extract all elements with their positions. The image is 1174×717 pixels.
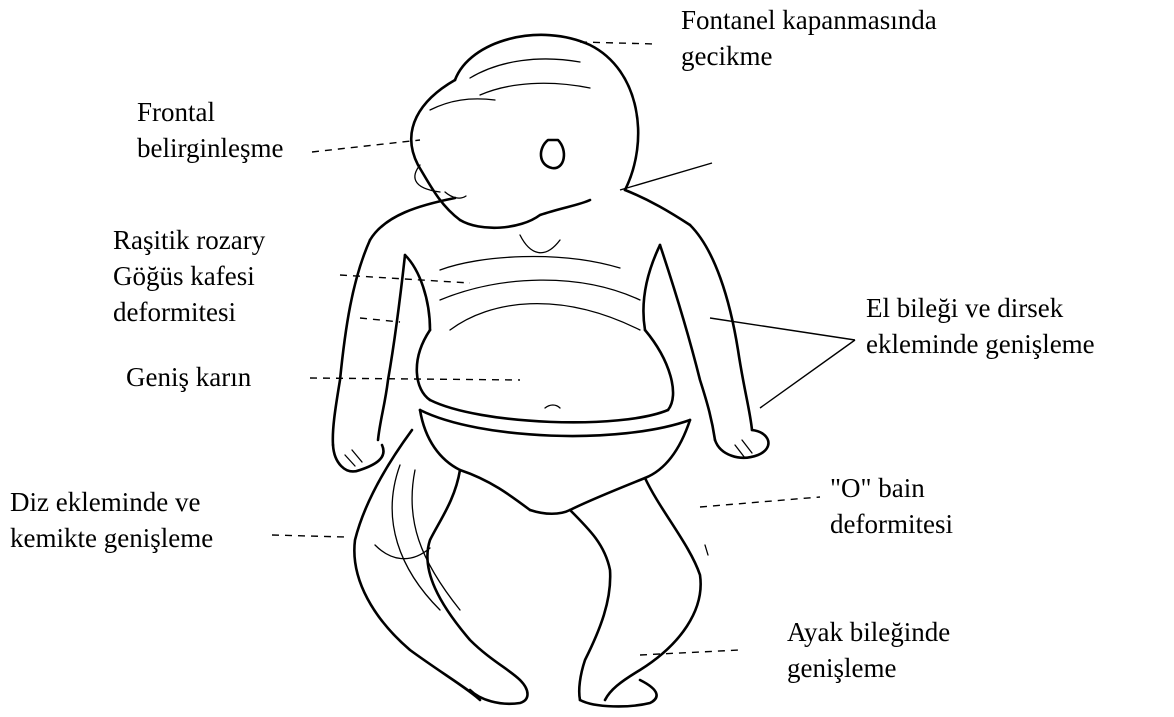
label-frontal-line2: belirginleşme (137, 130, 283, 166)
label-knee-line1: Diz ekleminde ve (10, 484, 213, 520)
leader-elbow (710, 318, 855, 340)
label-wrist-line1: El bileği ve dirsek (866, 290, 1095, 326)
label-rosary-line3: deformitesi (113, 294, 265, 330)
label-fontanel: Fontanel kapanmasında gecikme (681, 2, 937, 74)
leader-fontanel (580, 42, 655, 44)
label-frontal: Frontal belirginleşme (137, 94, 283, 166)
leader-lines (272, 42, 855, 655)
leader-abdomen (310, 378, 520, 380)
label-ankle-line2: genişleme (787, 650, 950, 686)
child-figure (333, 35, 769, 707)
label-rosary-line1: Raşitik rozary (113, 222, 265, 258)
label-bowleg-line1: "O" bain (830, 470, 953, 506)
label-wrist-line2: ekleminde genişleme (866, 326, 1095, 362)
label-bowleg: "O" bain deformitesi (830, 470, 953, 542)
leader-rosary (340, 275, 470, 283)
label-abdomen-line1: Geniş karın (126, 359, 251, 395)
label-wrist-elbow: El bileği ve dirsek ekleminde genişleme (866, 290, 1095, 362)
label-rosary: Raşitik rozary Göğüs kafesi deformitesi (113, 222, 265, 330)
label-rosary-line2: Göğüs kafesi (113, 258, 265, 294)
leader-ankle (640, 650, 740, 655)
label-frontal-line1: Frontal (137, 94, 283, 130)
leader-wrist (760, 340, 855, 408)
label-knee-line2: kemikte genişleme (10, 520, 213, 556)
leader-bowleg (700, 497, 820, 507)
leader-knee (272, 535, 345, 537)
label-ankle: Ayak bileğinde genişleme (787, 614, 950, 686)
label-ankle-line1: Ayak bileğinde (787, 614, 950, 650)
label-knee: Diz ekleminde ve kemikte genişleme (10, 484, 213, 556)
label-bowleg-line2: deformitesi (830, 506, 953, 542)
label-abdomen: Geniş karın (126, 359, 251, 395)
label-fontanel-line1: Fontanel kapanmasında (681, 2, 937, 38)
leader-chest (360, 318, 400, 322)
label-fontanel-line2: gecikme (681, 38, 937, 74)
leader-frontal (312, 140, 420, 152)
